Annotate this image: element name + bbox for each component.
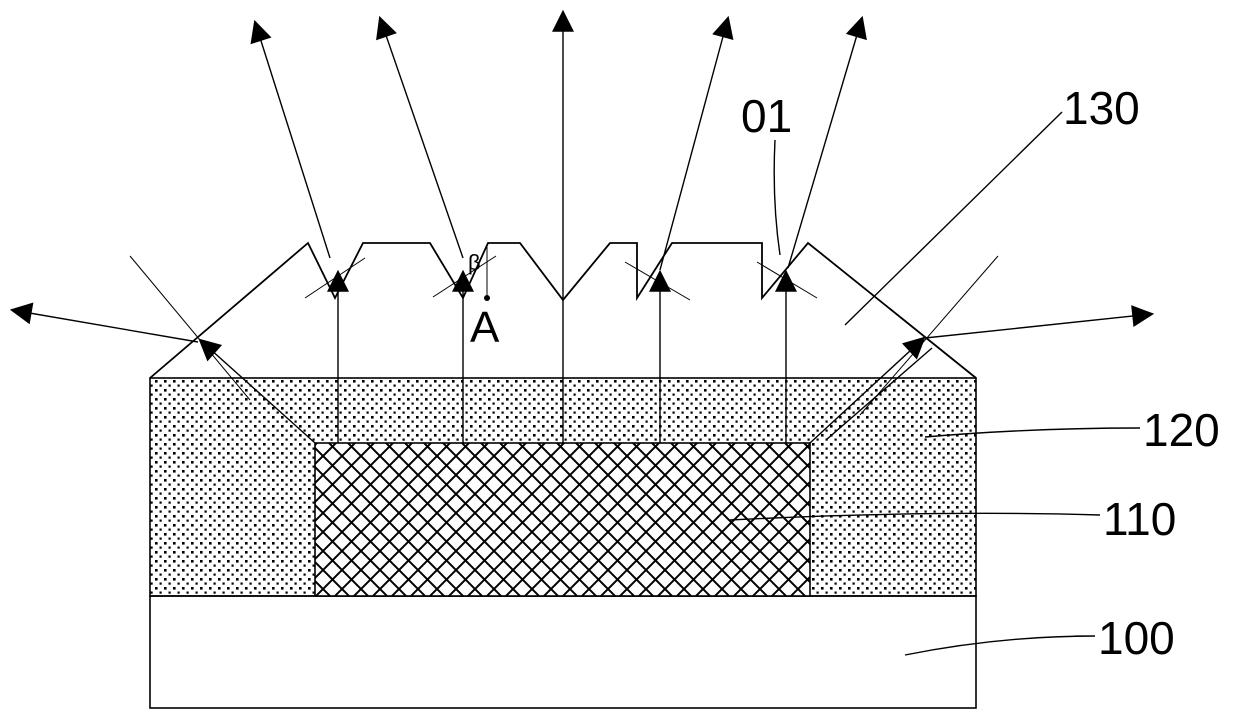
label-01: 01 (741, 90, 792, 142)
leader-01 (774, 140, 780, 255)
label-100: 100 (1098, 612, 1175, 664)
leader-130 (845, 112, 1062, 325)
label-130: 130 (1063, 82, 1140, 134)
label-point-a: A (470, 303, 500, 352)
point-a-marker (484, 295, 490, 301)
label-beta: β (468, 250, 481, 275)
label-120: 120 (1143, 404, 1220, 456)
emitted-rays (12, 12, 1152, 342)
substrate-layer-100 (150, 596, 976, 708)
label-110: 110 (1103, 493, 1176, 545)
